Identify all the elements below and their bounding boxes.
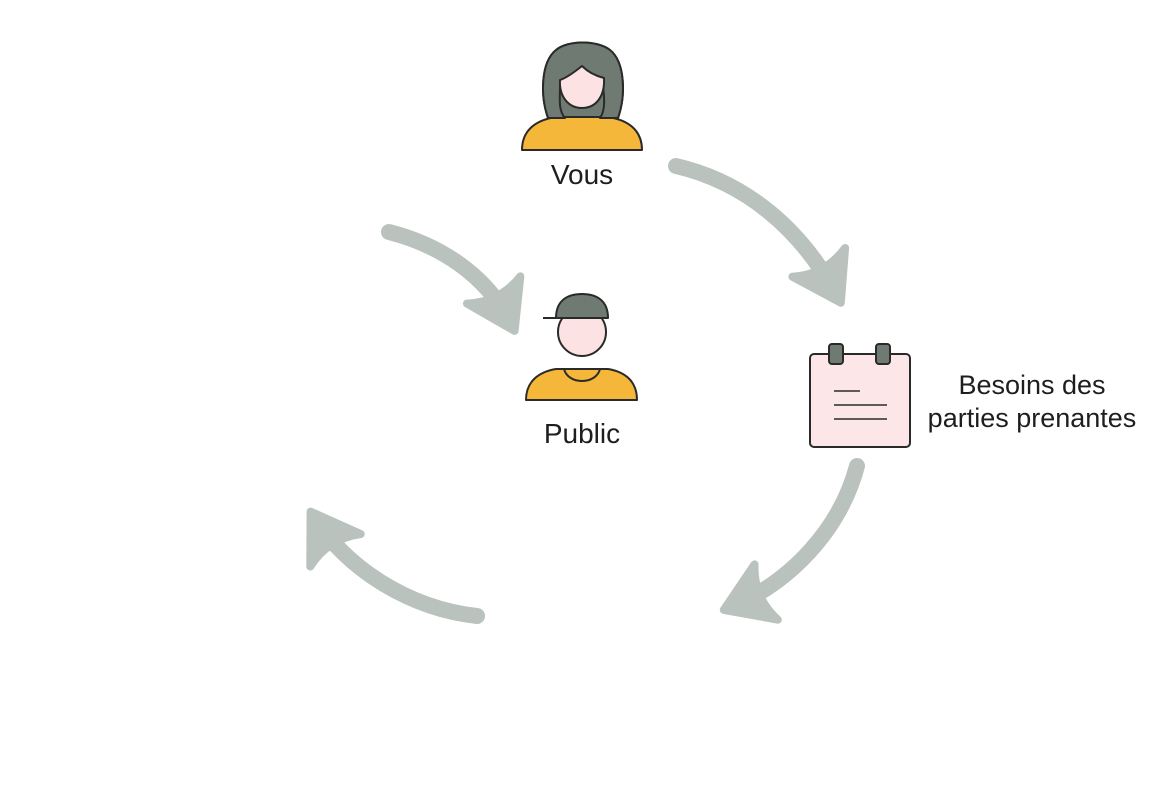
node-label-public: Public (543, 418, 621, 449)
arrow-bottom-to-left (306, 507, 485, 624)
cycle-arrows (306, 158, 865, 624)
arrow-vous-to-besoins (668, 158, 850, 307)
person-cap-avatar-icon (525, 293, 638, 401)
node-label-besoins: Besoins des parties prenantes (914, 369, 1150, 435)
node-label-besoins-line1: Besoins des (958, 370, 1106, 400)
arrow-left-to-public (381, 224, 525, 335)
arrow-besoins-to-bottom (719, 458, 865, 624)
node-label-vous: Vous (550, 159, 614, 190)
node-label-besoins-line2: parties prenantes (927, 403, 1137, 433)
woman-avatar-icon (521, 41, 643, 151)
notepad-icon (809, 343, 911, 448)
